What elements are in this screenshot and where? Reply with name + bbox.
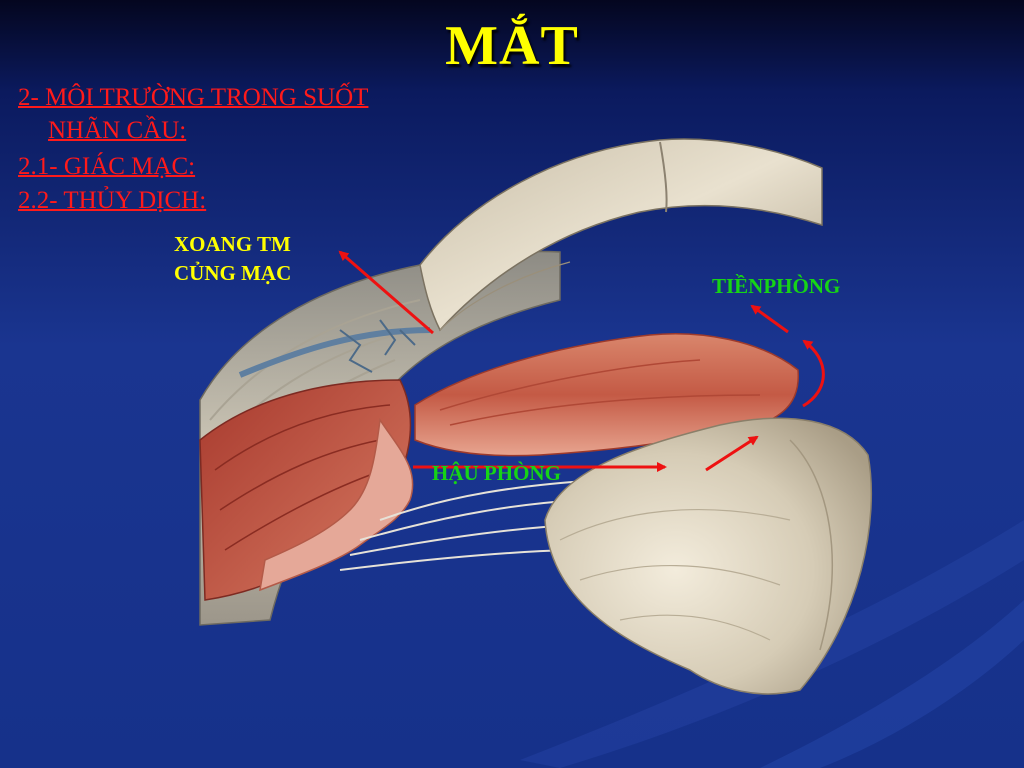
iris [414, 333, 799, 457]
label-scleral-sinus-line2: CỦNG MẠC [174, 261, 292, 285]
slide-title: MẮT [445, 15, 579, 77]
section-heading-aqueous-humor: 2.2- THỦY DỊCH: [18, 187, 207, 214]
ciliary-processes [259, 417, 414, 592]
label-scleral-sinus-line1: XOANG TM [174, 232, 291, 256]
lens [544, 417, 873, 695]
scleral-venous-sinus [238, 327, 431, 378]
arrow-to-scleral-sinus [338, 250, 434, 335]
cornea [419, 138, 823, 332]
zonular-fibers [339, 479, 601, 571]
section-heading-eyeball: NHÃN CẦU: [48, 117, 187, 144]
section-heading-cornea: 2.1- GIÁC MẠC: [18, 153, 196, 180]
section-heading-transparent-media: 2- MÔI TRƯỜNG TRONG SUỐT [18, 84, 369, 111]
arrow-anterior-chamber [750, 304, 789, 334]
label-posterior-chamber: HẬU PHÒNG [432, 461, 561, 485]
arrow-lens-edge [705, 435, 759, 472]
label-anterior-chamber: TIỀNPHÒNG [712, 274, 841, 298]
arrow-pupil-curve [802, 339, 825, 408]
